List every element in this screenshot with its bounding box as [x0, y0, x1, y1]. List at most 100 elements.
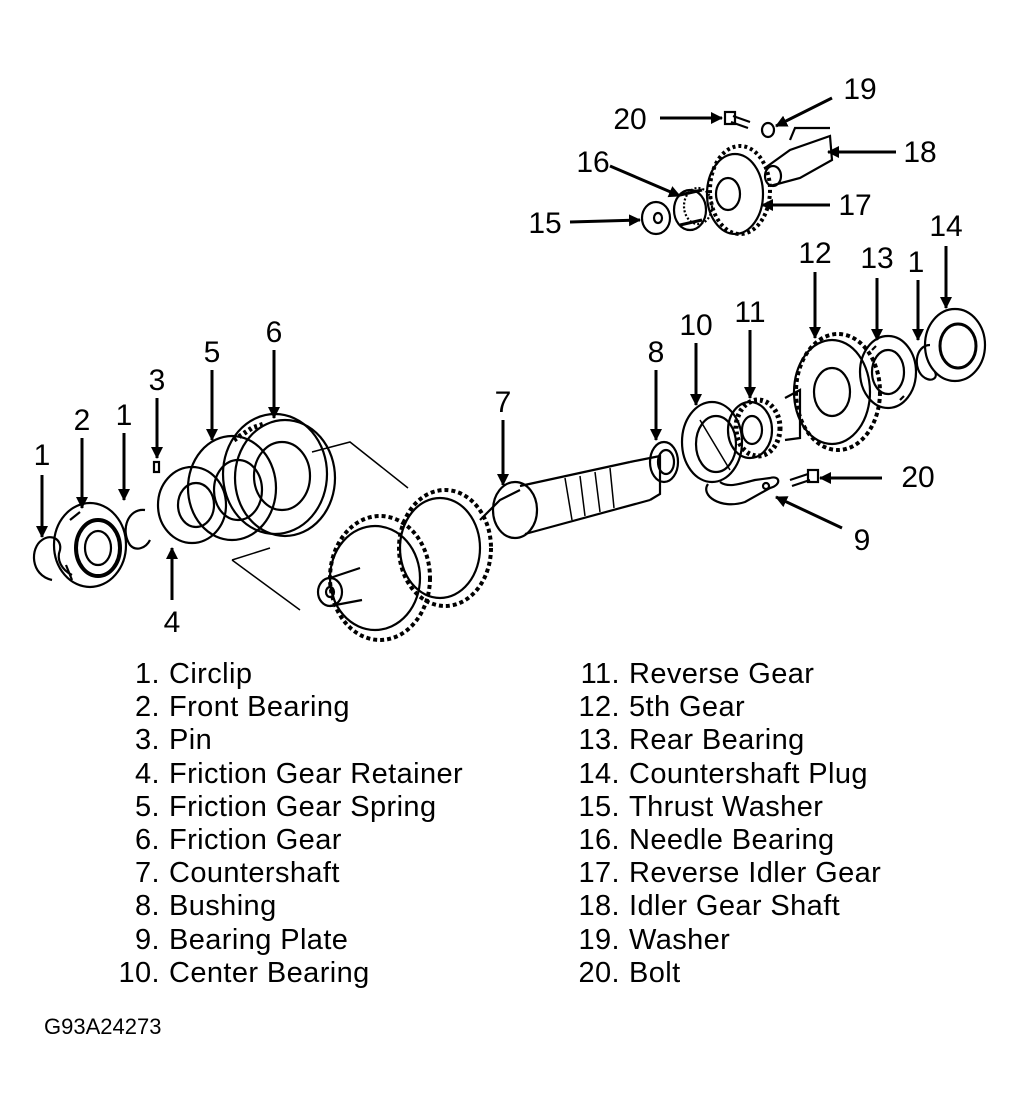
- legend-number: 6.: [135, 824, 160, 857]
- legend-item: 8. Bushing: [108, 890, 463, 923]
- legend-label: 5th Gear: [629, 691, 746, 724]
- center-bearing: [680, 400, 744, 484]
- legend-item: 7. Countershaft: [108, 857, 463, 890]
- legend-number: 1.: [135, 658, 160, 690]
- callout-10: 10: [679, 309, 712, 342]
- callout-2: 2: [74, 404, 91, 437]
- legend-label: Idler Gear Shaft: [629, 890, 841, 923]
- legend-item: 17. Reverse Idler Gear: [568, 857, 881, 890]
- needle-bearing: [672, 186, 714, 232]
- bearing-plate: [705, 476, 780, 506]
- reverse-idler-gear: [705, 144, 772, 236]
- legend-number: 2.: [135, 691, 160, 724]
- legend-label: Thrust Washer: [629, 790, 824, 823]
- legend-item: 9.Bearing Plate: [108, 924, 463, 957]
- legend-item: 15. Thrust Washer: [568, 791, 881, 824]
- bolt-lower: [789, 468, 820, 488]
- legend-item: 1. Circlip: [108, 658, 463, 691]
- arrow-c16: [609, 164, 681, 198]
- callout-5: 5: [204, 336, 221, 369]
- front-bearing: [52, 501, 128, 589]
- legend-number: 20.: [578, 956, 620, 989]
- legend-number: 13.: [578, 724, 620, 757]
- legend-label: Reverse Idler Gear: [629, 857, 882, 890]
- figure-id: G93A24273: [44, 1014, 162, 1039]
- circlip-second: [124, 508, 151, 550]
- countershaft-plug: [923, 307, 987, 383]
- thrust-washer: [640, 200, 672, 236]
- legend-item: 4. Friction Gear Retainer: [108, 758, 463, 791]
- bushing: [648, 440, 680, 484]
- callout-4: 4: [164, 606, 181, 639]
- legend-label: Bolt: [629, 956, 681, 989]
- rear-bearing: [858, 334, 918, 410]
- legend-number: 12.: [578, 691, 620, 724]
- legend-number: 17.: [578, 857, 620, 890]
- legend-number: 18.: [578, 890, 620, 923]
- assembly-outline: [231, 441, 409, 611]
- circlip-rear: [915, 343, 937, 381]
- callout-18: 18: [903, 136, 936, 169]
- fifth-gear: [784, 332, 882, 452]
- callout-7: 7: [495, 386, 512, 419]
- bolt-upper: [723, 110, 751, 130]
- exploded-parts-diagram: 1 2 1 3 4 5 6 7 8 9 10 11 12 13 1 14 15 …: [32, 73, 987, 642]
- legend-label: Pin: [169, 724, 213, 757]
- legend-label: Front Bearing: [169, 691, 350, 724]
- legend-item: 10. Center Bearing: [108, 957, 463, 990]
- callout-6: 6: [266, 316, 283, 349]
- washer: [760, 121, 776, 139]
- arrow-c15: [569, 214, 641, 227]
- legend-label: Friction Gear Spring: [169, 790, 437, 823]
- legend-label: Reverse Gear: [629, 658, 815, 690]
- legend-number: 4.: [135, 757, 160, 790]
- countershaft: [316, 454, 662, 642]
- legend-number: 15.: [578, 790, 620, 823]
- legend-item: 6. Friction Gear: [108, 824, 463, 857]
- callout-15: 15: [528, 207, 561, 240]
- circlip-front: [32, 536, 73, 582]
- legend-number: 14.: [578, 757, 620, 790]
- legend-label: Bushing: [169, 890, 277, 923]
- callout-16: 16: [576, 146, 609, 179]
- legend-item: 14. Countershaft Plug: [568, 758, 881, 791]
- legend-item: 20. Bolt: [568, 957, 881, 990]
- legend-number: 5.: [135, 790, 160, 823]
- legend-label: Center Bearing: [169, 956, 370, 989]
- legend-number: 19.: [578, 923, 620, 956]
- friction-gear: [221, 412, 337, 538]
- callout-11: 11: [734, 296, 765, 329]
- legend-label: Countershaft: [169, 857, 340, 890]
- legend-item: 19. Washer: [568, 924, 881, 957]
- callout-3: 3: [149, 364, 166, 397]
- legend-number: 8.: [135, 890, 160, 923]
- legend-item: 13. Rear Bearing: [568, 724, 881, 757]
- legend-item: 18. Idler Gear Shaft: [568, 890, 881, 923]
- arrow-c9: [775, 495, 843, 530]
- legend-number: 16.: [578, 824, 620, 857]
- legend-item: 11. Reverse Gear: [568, 658, 881, 691]
- legend-item: 12. 5th Gear: [568, 691, 881, 724]
- callout-20a: 20: [613, 103, 646, 136]
- legend-label: Friction Gear Retainer: [169, 757, 464, 790]
- callout-1b: 1: [116, 399, 133, 432]
- legend-number: 7.: [135, 857, 160, 890]
- callout-8: 8: [648, 336, 665, 369]
- callout-9: 9: [854, 524, 871, 557]
- legend-label: Circlip: [169, 658, 253, 690]
- legend-label: Washer: [629, 923, 731, 956]
- callout-1c: 1: [908, 246, 925, 279]
- legend-item: 5. Friction Gear Spring: [108, 791, 463, 824]
- legend-label: Bearing Plate: [169, 923, 349, 956]
- legend-number: 10.: [118, 956, 160, 989]
- callout-19: 19: [843, 73, 876, 106]
- idler-gear-shaft: [763, 126, 834, 188]
- legend-label: Rear Bearing: [629, 724, 805, 757]
- arrow-c19: [775, 96, 833, 128]
- callout-13: 13: [860, 242, 893, 275]
- legend-label: Countershaft Plug: [629, 757, 868, 790]
- legend-label: Needle Bearing: [629, 824, 835, 857]
- legend-label: Friction Gear: [169, 824, 342, 857]
- legend-number: 11.: [580, 658, 620, 690]
